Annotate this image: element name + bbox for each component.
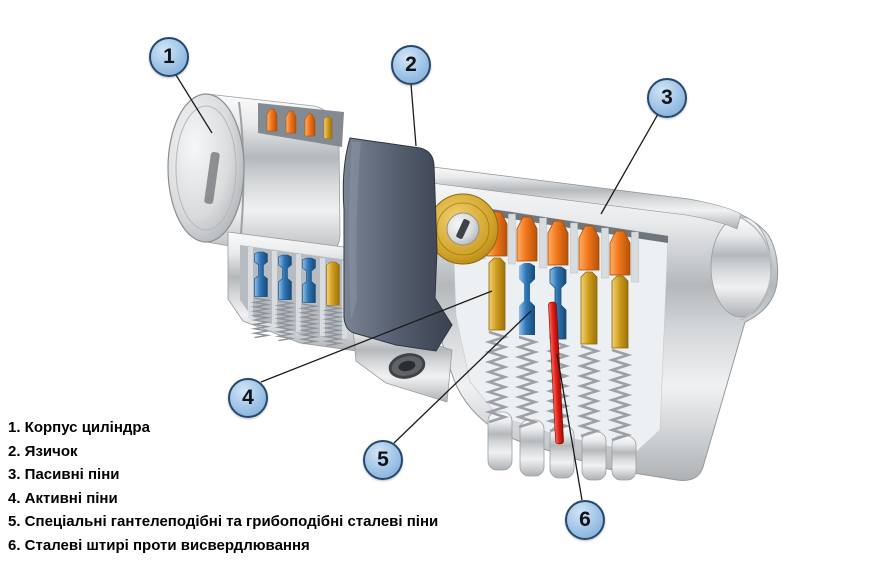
leader-line-1 (175, 74, 213, 134)
callout-5: 5 (363, 440, 403, 480)
rotor-ring (436, 202, 490, 256)
keyway-slot (204, 152, 220, 204)
legend: 1. Корпус циліндра 2. Язичок 3. Пасивні … (8, 416, 648, 557)
callout-2-number: 2 (405, 53, 417, 76)
callout-2: 2 (391, 45, 431, 85)
rotor-plug (427, 193, 499, 265)
rear-nose-edge (730, 213, 773, 321)
passive-pin-tiny (285, 110, 297, 134)
callout-1-number: 1 (163, 45, 175, 68)
barrel-face-ring (175, 105, 237, 231)
leader-line-3 (600, 113, 659, 215)
active-pin (611, 275, 629, 349)
legend-item-4: 4. Активні піни (8, 489, 118, 507)
leader-line-2 (410, 83, 417, 147)
legend-item-6: 6. Сталеві штирі проти висвердлювання (8, 536, 310, 554)
leader-lines (175, 74, 659, 501)
legend-item-2: 2. Язичок (8, 442, 78, 460)
cylinder-illustration (167, 74, 779, 501)
callout-6-number: 6 (579, 508, 591, 531)
front-pin-chamber (227, 231, 358, 352)
screw-hole-inner (398, 360, 416, 372)
leader-line-4 (260, 290, 493, 383)
leader-line-5 (393, 310, 532, 444)
active-pin-tiny (323, 116, 333, 139)
active-pin (580, 271, 598, 345)
callout-3-number: 3 (661, 86, 673, 109)
passive-pin (547, 220, 569, 266)
top-opening (258, 103, 344, 147)
legend-item-3: 3. Пасивні піни (8, 466, 120, 483)
active-pin-small (326, 261, 340, 306)
legend-item-5: 5. Спеціальні гантелеподібні та грибопод… (8, 513, 439, 530)
callout-4: 4 (228, 378, 268, 418)
callout-1: 1 (149, 37, 189, 77)
top-rail (422, 165, 742, 230)
legend-item-1: 1. Корпус циліндра (8, 419, 150, 436)
spring-bosses (487, 411, 637, 481)
rotor-keyway (456, 219, 470, 239)
passive-pin (578, 225, 600, 271)
leader-line-6 (556, 353, 583, 501)
cam-body (342, 137, 453, 352)
passive-pin-tiny (266, 108, 278, 132)
callout-3: 3 (647, 78, 687, 118)
cam-tongue (342, 137, 453, 352)
barrel-face (167, 93, 245, 243)
passive-pin (609, 230, 631, 276)
top-cutaway-pins (258, 103, 344, 147)
cam-highlight (348, 142, 361, 320)
active-pin (488, 257, 506, 331)
passive-pin-tiny (304, 113, 316, 137)
callout-6: 6 (565, 500, 605, 540)
passive-pin (516, 216, 538, 262)
callout-4-number: 4 (242, 386, 254, 409)
callout-5-number: 5 (377, 448, 389, 471)
